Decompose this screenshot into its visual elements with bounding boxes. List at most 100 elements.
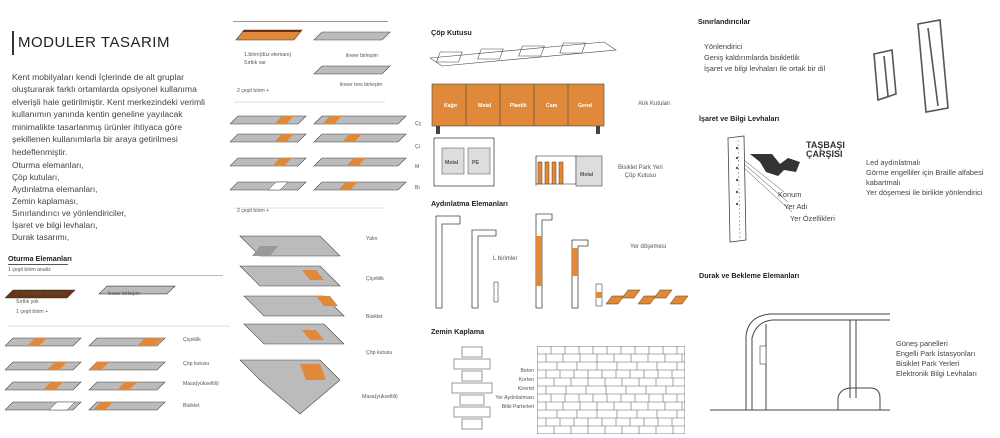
divider: [8, 275, 223, 276]
bollard: [493, 281, 499, 303]
list-item: Aydınlatma elemanları,: [12, 183, 98, 194]
trash-diagram: [429, 41, 617, 187]
combo-row: [230, 181, 407, 191]
bin-label: Cam: [546, 103, 558, 109]
divider: [233, 21, 388, 22]
bin-label: Kağıt: [444, 103, 457, 109]
mid-linear-back-label: lineer ters birleşim: [340, 82, 383, 88]
signs-title: İşaret ve Bilgi Levhaları: [699, 114, 780, 123]
intro-paragraph: Kent mobilyaları kendi İçlerinde de alt …: [12, 72, 205, 157]
combo-row: [230, 157, 407, 167]
bench-row-flower: [5, 337, 166, 347]
cut-label: Bi: [415, 185, 420, 191]
lighting-title: Aydınlatma Elemanları: [431, 199, 508, 208]
limiters-list: Yönlendirici Geniş kaldırımlarda bisikle…: [704, 42, 825, 73]
sign-callouts: Konum Yer Adı Yer Özellikleri: [778, 190, 835, 223]
feature-item: Yer döşemesi ile birlikte yönlendirici: [866, 188, 983, 197]
l-bench-bike: [243, 295, 345, 317]
bench-row-bike: [5, 401, 166, 411]
list-item: İşaret ve bilgi levhaları,: [12, 219, 98, 230]
elements-list: Oturma elemanları, Çöp kutuları, Aydınla…: [12, 160, 126, 243]
l-lamp-small: [471, 229, 497, 309]
two-plus-label-b: 2 çeşit birim +: [237, 208, 270, 214]
row-label-table: Masa(yükseltili): [183, 381, 219, 387]
l-bench-flower: [239, 265, 341, 287]
limiter-item: İşaret ve bilgi levhaları ile ortak bir …: [704, 64, 826, 73]
paving-item: Kiremit: [517, 386, 534, 392]
unit-element-label: 1. birim(düz elemanı): [16, 291, 65, 297]
trash-title: Çöp Kutusu: [431, 28, 472, 37]
bench-row-trash: [5, 361, 166, 371]
bike-bin-unit: [575, 155, 603, 187]
row-label-bike: Bisiklet: [183, 403, 200, 409]
feature-item: Güneş panelleri: [896, 339, 948, 348]
tall-lamp: [535, 213, 553, 309]
callout-item: Konum: [778, 190, 802, 199]
unit-label: Metal: [445, 160, 459, 166]
one-plus-label: 1 çeşit birim +: [16, 309, 49, 315]
bin-label: Metal: [478, 103, 492, 109]
l-lamp: [435, 215, 461, 309]
sign-features: Led aydınlatmalı Görme engelliler için B…: [866, 158, 983, 197]
feature-item: Engelli Park İstasyonları: [896, 349, 976, 358]
l-units-label: L birimler: [493, 256, 518, 262]
limiters-title: Sınırlandırıcılar: [698, 17, 751, 26]
callout-item: Yer Adı: [784, 202, 808, 211]
cut-label: Çç: [415, 121, 422, 127]
row-label-trash: Çöp kutusu: [183, 361, 210, 367]
feature-item: Elektronik Bilgi Levhaları: [896, 369, 977, 378]
l-bench-plain: [239, 235, 341, 257]
short-bollard-light: [596, 292, 602, 298]
cut-label: M: [415, 164, 420, 170]
l-row-label: Çiçeklik: [366, 276, 384, 282]
title-bracket: [12, 31, 14, 55]
seating-title: Oturma Elemanları: [8, 254, 72, 263]
feature-item: Görme engelliler için Braille alfabesi: [866, 168, 984, 177]
floor-label: Yer döşemesi: [630, 244, 667, 250]
feature-item: Led aydınlatmalı: [866, 158, 921, 167]
bin-top-view: [429, 41, 617, 67]
bench-variants-diagram: [230, 29, 407, 415]
side-unit-label: Metal: [580, 172, 594, 178]
paving-item: Bitki Parterleri: [501, 404, 534, 410]
list-item: Oturma elemanları,: [12, 160, 84, 170]
paving-stack: [451, 346, 493, 430]
l-bench-trash: [243, 323, 345, 345]
bike-bin-caption: Bisiklet Park Yeri Çöp Kutusu: [618, 165, 663, 179]
list-item: Çöp kutuları,: [12, 171, 60, 182]
divider: [8, 264, 68, 265]
bins-caption: Atık Kutuları: [638, 101, 671, 107]
bench-row-table: [5, 381, 166, 391]
list-item: Sınırlandırıcı ve yönlendiriciler,: [12, 207, 127, 218]
cut-label: Çi: [415, 144, 420, 150]
combo-row: [230, 115, 407, 125]
l-row-label: Yalın: [366, 236, 378, 242]
l-row-label: Masa(yükseltili): [362, 394, 398, 400]
sign-pillar: [727, 135, 800, 243]
row-label-flower: Çiçeklik: [183, 337, 201, 343]
lighting-diagram: [435, 213, 603, 309]
one-kind-label: 1 çeşit birim analiz: [8, 267, 51, 273]
bike-orange-bars: [537, 161, 564, 185]
seating-diagram: [5, 285, 230, 411]
floor-tiles: [605, 289, 689, 305]
limiter-frames: [873, 19, 949, 113]
paving-item: Beton: [520, 368, 534, 374]
paving-item: Yer Aydınlatması: [495, 395, 534, 401]
paving-title: Zemin Kaplama: [431, 327, 485, 336]
paving-labels: Beton Korten Kiremit Yer Aydınlatması Bi…: [488, 368, 534, 410]
mid-unit-label: 1.birim(düz elemanı): [244, 52, 292, 58]
sign-name: TAŞBAŞI ÇARŞISI: [806, 140, 845, 160]
callout-item: Yer Özellikleri: [790, 214, 835, 223]
linear-label: lineer birleşim: [108, 291, 140, 297]
combo-row: [230, 133, 407, 143]
stop-features: Güneş panelleri Engelli Park İstasyonlar…: [896, 339, 977, 378]
unit-bench-dark: [5, 289, 76, 299]
two-plus-label-a: 2 çeşit birim +: [237, 88, 270, 94]
mid-linear-label: lineer birleşim: [346, 53, 378, 59]
bin-label: Plastik: [510, 103, 527, 109]
feature-item: Bisiklet Park Yerleri: [896, 359, 960, 368]
location-map-icon: [750, 154, 800, 176]
unit-label: PE: [472, 160, 479, 166]
bin-row: [431, 83, 605, 134]
